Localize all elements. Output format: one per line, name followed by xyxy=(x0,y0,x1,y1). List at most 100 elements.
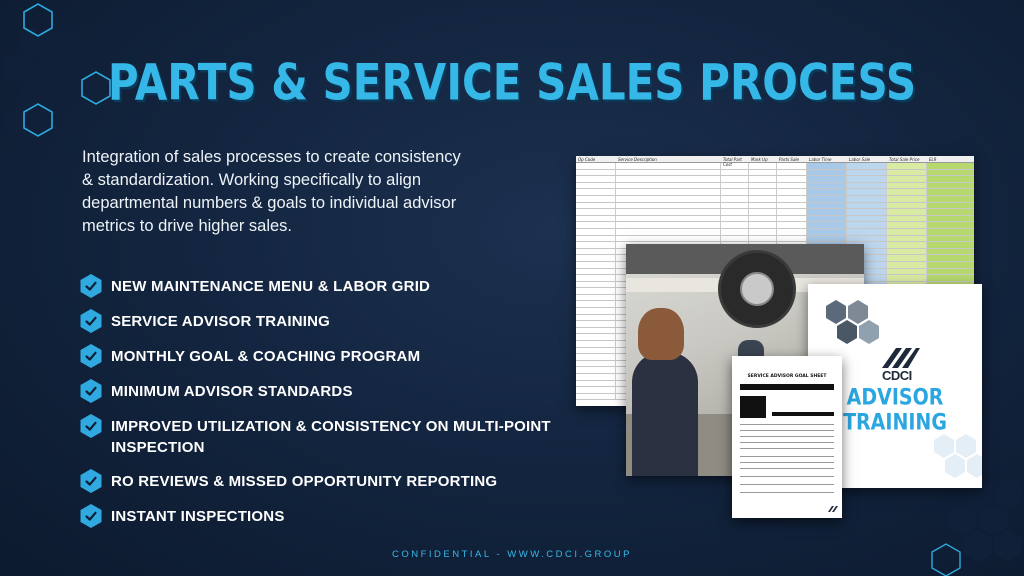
spreadsheet-cell xyxy=(777,222,807,228)
spreadsheet-cell xyxy=(927,255,974,261)
advisor-hair xyxy=(638,308,684,360)
spreadsheet-cell xyxy=(749,182,777,189)
spreadsheet-row xyxy=(576,182,974,190)
spreadsheet-cell xyxy=(576,228,616,235)
spreadsheet-cell xyxy=(847,169,887,176)
goal-line xyxy=(740,448,834,449)
spreadsheet-cell xyxy=(847,235,887,242)
spreadsheet-cell xyxy=(887,261,927,268)
spreadsheet-cell xyxy=(749,195,777,202)
spreadsheet-cell xyxy=(887,222,927,228)
spreadsheet-cell xyxy=(847,215,887,222)
spreadsheet-header: Total Sale Price xyxy=(889,157,920,162)
spreadsheet-cell xyxy=(749,176,777,182)
spreadsheet-cell xyxy=(887,248,927,255)
spreadsheet-row xyxy=(576,169,974,177)
tire-rim xyxy=(740,272,774,306)
spreadsheet-header: Mark Up xyxy=(751,157,768,162)
spreadsheet-cell xyxy=(721,209,749,215)
checklist-item-label: RO REVIEWS & MISSED OPPORTUNITY REPORTIN… xyxy=(111,473,498,490)
spreadsheet-header: Service Description xyxy=(618,157,657,162)
spreadsheet-row xyxy=(576,235,974,243)
hexagon-check-icon xyxy=(80,504,102,528)
hexagon-check-icon xyxy=(80,469,102,493)
spreadsheet-cell xyxy=(847,222,887,228)
spreadsheet-cell xyxy=(847,195,887,202)
spreadsheet-cell xyxy=(927,248,974,255)
spreadsheet-cell xyxy=(887,268,927,275)
spreadsheet-cell xyxy=(807,176,847,182)
advisor-goal-sheet-image: SERVICE ADVISOR GOAL SHEET xyxy=(732,356,842,518)
spreadsheet-cell xyxy=(847,228,887,235)
spreadsheet-cell xyxy=(616,195,721,202)
hexagon-check-icon xyxy=(80,274,102,298)
checklist-item: RO REVIEWS & MISSED OPPORTUNITY REPORTIN… xyxy=(80,469,551,493)
hexagon-check-icon xyxy=(80,379,102,403)
spreadsheet-cell xyxy=(927,189,974,195)
spreadsheet-cell xyxy=(887,202,927,209)
checklist-item-label: INSTANT INSPECTIONS xyxy=(111,508,285,525)
goal-sheet-block xyxy=(740,396,766,418)
goal-line xyxy=(740,468,834,469)
spreadsheet-row xyxy=(576,195,974,203)
goal-line xyxy=(740,492,834,493)
spreadsheet-cell xyxy=(616,176,721,182)
spreadsheet-cell xyxy=(576,374,616,380)
hexagon-pattern-top-left xyxy=(5,3,111,137)
spreadsheet-cell xyxy=(807,228,847,235)
spreadsheet-cell xyxy=(807,202,847,209)
spreadsheet-cell xyxy=(887,275,927,281)
spreadsheet-cell xyxy=(807,235,847,242)
spreadsheet-cell xyxy=(749,189,777,195)
slide-title: PARTS & SERVICE SALES PROCESS xyxy=(107,53,917,112)
spreadsheet-cell xyxy=(807,189,847,195)
spreadsheet-row xyxy=(576,222,974,229)
spreadsheet-cell xyxy=(721,202,749,209)
hexagon-check-icon xyxy=(80,344,102,368)
spreadsheet-cell xyxy=(927,235,974,242)
brochure-hexagon-corner xyxy=(934,434,982,478)
spreadsheet-cell xyxy=(576,182,616,189)
goal-line xyxy=(740,484,834,485)
spreadsheet-cell xyxy=(576,189,616,195)
hexagon-check-icon xyxy=(80,309,102,333)
spreadsheet-cell xyxy=(576,321,616,327)
spreadsheet-cell xyxy=(777,215,807,222)
spreadsheet-cell xyxy=(576,255,616,261)
spreadsheet-header: Parts Sale xyxy=(779,157,799,162)
spreadsheet-cell xyxy=(749,169,777,176)
checklist-item: NEW MAINTENANCE MENU & LABOR GRID xyxy=(80,274,551,298)
spreadsheet-cell xyxy=(616,228,721,235)
spreadsheet-cell xyxy=(749,235,777,242)
spreadsheet-cell xyxy=(927,261,974,268)
goal-line xyxy=(740,456,834,457)
hexagon-pattern-bottom-right xyxy=(931,478,1022,576)
spreadsheet-cell xyxy=(576,327,616,334)
spreadsheet-cell xyxy=(777,169,807,176)
brochure-logo-text: CDCI xyxy=(882,368,912,383)
spreadsheet-cell xyxy=(576,242,616,248)
goal-line xyxy=(740,442,834,443)
spreadsheet-cell xyxy=(721,222,749,228)
spreadsheet-cell xyxy=(927,222,974,228)
spreadsheet-cell xyxy=(576,235,616,242)
spreadsheet-cell xyxy=(927,202,974,209)
goal-line xyxy=(740,462,834,463)
spreadsheet-cell xyxy=(807,163,847,169)
spreadsheet-cell xyxy=(616,189,721,195)
spreadsheet-cell xyxy=(576,354,616,360)
spreadsheet-cell xyxy=(576,169,616,176)
spreadsheet-cell xyxy=(576,347,616,354)
spreadsheet-cell xyxy=(927,169,974,176)
tire-wheel xyxy=(718,250,796,328)
spreadsheet-cell xyxy=(927,228,974,235)
spreadsheet-cell xyxy=(807,209,847,215)
spreadsheet-cell xyxy=(576,334,616,341)
spreadsheet-cell xyxy=(887,215,927,222)
spreadsheet-cell xyxy=(927,176,974,182)
spreadsheet-row xyxy=(576,228,974,236)
checklist-item: MONTHLY GOAL & COACHING PROGRAM xyxy=(80,344,551,368)
spreadsheet-header: Labor Time xyxy=(809,157,832,162)
checklist-item: MINIMUM ADVISOR STANDARDS xyxy=(80,379,551,403)
spreadsheet-cell xyxy=(777,176,807,182)
